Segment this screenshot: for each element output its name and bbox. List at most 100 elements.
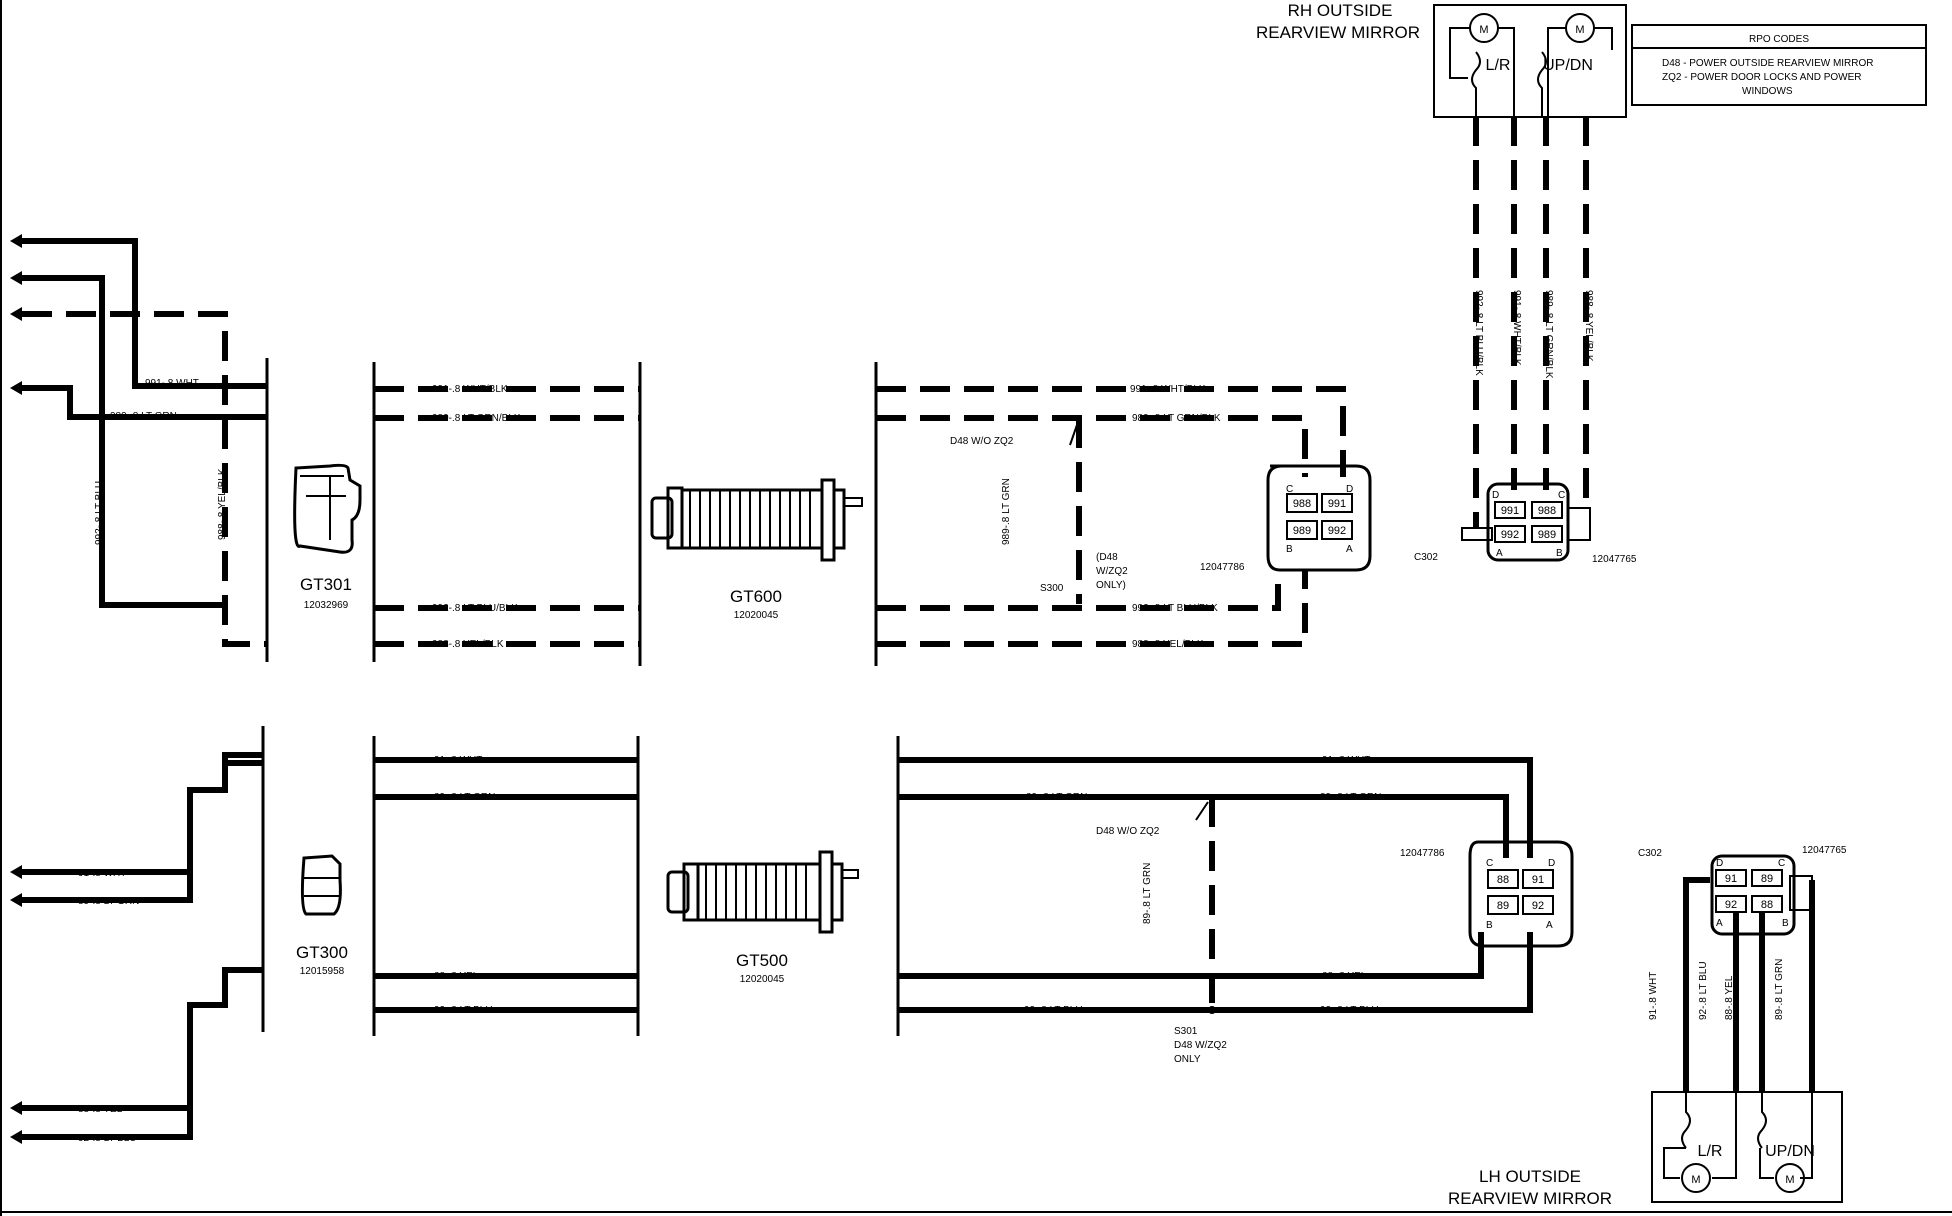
svg-text:A: A bbox=[1346, 544, 1353, 555]
lh-lr-motor-icon bbox=[1681, 1163, 1711, 1193]
svg-text:992: 992 bbox=[1501, 529, 1519, 541]
lh-mirror: C302 12047765 91 89 92 88 D C A B 91-.8 … bbox=[1448, 845, 1847, 1208]
svg-text:89-.8 LT GRN: 89-.8 LT GRN bbox=[1026, 792, 1087, 803]
svg-text:89: 89 bbox=[1497, 900, 1509, 912]
svg-text:C: C bbox=[1286, 484, 1293, 495]
gt600-grommet-icon bbox=[650, 478, 863, 562]
upper-option-label: D48 W/O ZQ2 bbox=[950, 436, 1014, 447]
svg-text:C: C bbox=[1486, 858, 1493, 869]
svg-text:M: M bbox=[1479, 24, 1488, 36]
svg-text:989: 989 bbox=[1293, 525, 1311, 537]
svg-text:991: 991 bbox=[1328, 498, 1346, 510]
svg-text:C: C bbox=[1558, 490, 1565, 501]
svg-text:ONLY: ONLY bbox=[1174, 1054, 1201, 1065]
svg-text:D: D bbox=[1548, 858, 1555, 869]
upper-door-connector: 988 991 989 992 C D B A bbox=[1266, 464, 1372, 572]
lower-option-label: D48 W/O ZQ2 bbox=[1096, 826, 1160, 837]
lower-connector-part: 12047786 bbox=[1400, 848, 1445, 859]
svg-text:D: D bbox=[1346, 484, 1353, 495]
rh-updn-label: UP/DN bbox=[1543, 57, 1593, 74]
svg-text:989-.8 LT GRN/BLK: 989-.8 LT GRN/BLK bbox=[1132, 413, 1221, 424]
rh-wire-label-2: 991-.8 WHT/BLK bbox=[1511, 290, 1522, 366]
rpo-title: RPO CODES bbox=[1749, 34, 1809, 45]
svg-text:M: M bbox=[1785, 1174, 1794, 1186]
svg-text:991-.8 WHT: 991-.8 WHT bbox=[145, 378, 199, 389]
svg-text:B: B bbox=[1782, 918, 1789, 929]
lh-mirror-title-2: REARVIEW MIRROR bbox=[1448, 1189, 1612, 1208]
svg-text:89-.8 LT GRN: 89-.8 LT GRN bbox=[1142, 863, 1153, 924]
svg-text:89-.8 LT GRN: 89-.8 LT GRN bbox=[434, 792, 495, 803]
svg-text:988: 988 bbox=[1293, 498, 1311, 510]
upper-harness: 991-.8 WHT 989-.8 LT GRN 992-.8 LT BLU 9… bbox=[10, 234, 1372, 666]
lh-updn-motor-icon bbox=[1775, 1163, 1805, 1193]
svg-text:92-.8 LT BLU: 92-.8 LT BLU bbox=[1698, 961, 1709, 1020]
lh-updn-label: UP/DN bbox=[1765, 1143, 1815, 1160]
svg-text:12020045: 12020045 bbox=[740, 974, 785, 985]
svg-text:991-.8 WHT/BLK: 991-.8 WHT/BLK bbox=[432, 384, 508, 395]
svg-text:B: B bbox=[1556, 548, 1563, 559]
svg-text:88: 88 bbox=[1497, 874, 1509, 886]
rpo-line-2: ZQ2 - POWER DOOR LOCKS AND POWER bbox=[1662, 72, 1861, 83]
rh-mirror-title-1: RH OUTSIDE bbox=[1288, 1, 1393, 20]
svg-text:88-.8 YEL: 88-.8 YEL bbox=[434, 971, 479, 982]
svg-text:89-.8 LT GRN: 89-.8 LT GRN bbox=[78, 896, 139, 907]
svg-text:988-.8 YEL/BLK: 988-.8 YEL/BLK bbox=[217, 468, 228, 540]
svg-text:C: C bbox=[1778, 858, 1785, 869]
rh-wire-label-4: 988-.8 YEL/BLK bbox=[1583, 290, 1594, 362]
svg-text:92-.8 LT BLU: 92-.8 LT BLU bbox=[434, 1005, 493, 1016]
svg-text:B: B bbox=[1286, 544, 1293, 555]
svg-text:989-.8 LT GRN/BLK: 989-.8 LT GRN/BLK bbox=[432, 413, 521, 424]
svg-text:992-.8 LT BLU/BLK: 992-.8 LT BLU/BLK bbox=[432, 603, 518, 614]
gt301-label: GT301 bbox=[300, 575, 352, 594]
svg-text:D48 W/ZQ2: D48 W/ZQ2 bbox=[1174, 1040, 1227, 1051]
svg-text:992-.8 LT BLU: 992-.8 LT BLU bbox=[94, 481, 105, 545]
rpo-codes-box: RPO CODES D48 - POWER OUTSIDE REARVIEW M… bbox=[1631, 24, 1927, 106]
rpo-line-3: WINDOWS bbox=[1742, 86, 1793, 97]
svg-text:92-.8 LT BLU: 92-.8 LT BLU bbox=[78, 1133, 137, 1144]
svg-text:91: 91 bbox=[1532, 874, 1544, 886]
svg-text:989-.8 LT GRN: 989-.8 LT GRN bbox=[110, 411, 177, 422]
svg-text:988: 988 bbox=[1538, 505, 1556, 517]
lower-splice-label: S301 bbox=[1174, 1026, 1198, 1037]
svg-text:88-.8 YEL: 88-.8 YEL bbox=[1724, 975, 1735, 1020]
rh-c302-part: 12047765 bbox=[1592, 554, 1637, 565]
svg-text:988-.8 YEL/BLK: 988-.8 YEL/BLK bbox=[1132, 639, 1204, 650]
svg-text:A: A bbox=[1716, 918, 1723, 929]
svg-text:89-.8 LT GRN: 89-.8 LT GRN bbox=[1774, 959, 1785, 1020]
svg-text:989-.8 LT GRN: 989-.8 LT GRN bbox=[1001, 478, 1012, 545]
svg-text:M: M bbox=[1691, 1174, 1700, 1186]
rh-mirror-housing bbox=[1433, 4, 1627, 118]
svg-text:92-.8 LT BLU: 92-.8 LT BLU bbox=[1320, 1005, 1379, 1016]
svg-text:989: 989 bbox=[1538, 529, 1556, 541]
svg-text:D: D bbox=[1492, 490, 1499, 501]
svg-text:88-.8 YEL: 88-.8 YEL bbox=[78, 1104, 123, 1115]
lower-door-connector: 88 91 89 92 C D B A bbox=[1468, 840, 1574, 948]
svg-text:D: D bbox=[1716, 858, 1723, 869]
svg-text:ONLY): ONLY) bbox=[1096, 580, 1126, 591]
gt500-label: GT500 bbox=[736, 951, 788, 970]
lh-mirror-title-1: LH OUTSIDE bbox=[1479, 1167, 1581, 1186]
svg-text:(D48: (D48 bbox=[1096, 552, 1118, 563]
svg-text:88-.8 YEL: 88-.8 YEL bbox=[1322, 971, 1367, 982]
rh-mirror-title-2: REARVIEW MIRROR bbox=[1256, 23, 1420, 42]
svg-text:12020045: 12020045 bbox=[734, 610, 779, 621]
rh-wire-label-1: 992-.8 LT BLU/BLK bbox=[1473, 290, 1484, 376]
svg-text:A: A bbox=[1546, 920, 1553, 931]
rpo-line-1: D48 - POWER OUTSIDE REARVIEW MIRROR bbox=[1662, 58, 1874, 69]
svg-text:M: M bbox=[1575, 24, 1584, 36]
svg-text:12015958: 12015958 bbox=[300, 966, 345, 977]
gt500-grommet-icon bbox=[666, 850, 859, 934]
rh-lr-label: L/R bbox=[1486, 57, 1511, 74]
rh-wire-label-3: 989-.8 LT GRN/BLK bbox=[1543, 290, 1554, 379]
rh-mirror: RH OUTSIDE REARVIEW MIRROR M M L/R UP/DN… bbox=[1256, 1, 1637, 565]
svg-text:92: 92 bbox=[1532, 900, 1544, 912]
rh-c302-label: C302 bbox=[1414, 552, 1438, 563]
svg-text:91-.8 WHT: 91-.8 WHT bbox=[1322, 755, 1370, 766]
svg-text:992: 992 bbox=[1328, 525, 1346, 537]
gt301-connector-icon bbox=[293, 463, 362, 554]
lh-c302-part: 12047765 bbox=[1802, 845, 1847, 856]
svg-text:92-.8 LT BLU: 92-.8 LT BLU bbox=[1024, 1005, 1083, 1016]
svg-text:988-.8 YEL/BLK: 988-.8 YEL/BLK bbox=[432, 639, 504, 650]
lh-c302-label: C302 bbox=[1638, 848, 1662, 859]
